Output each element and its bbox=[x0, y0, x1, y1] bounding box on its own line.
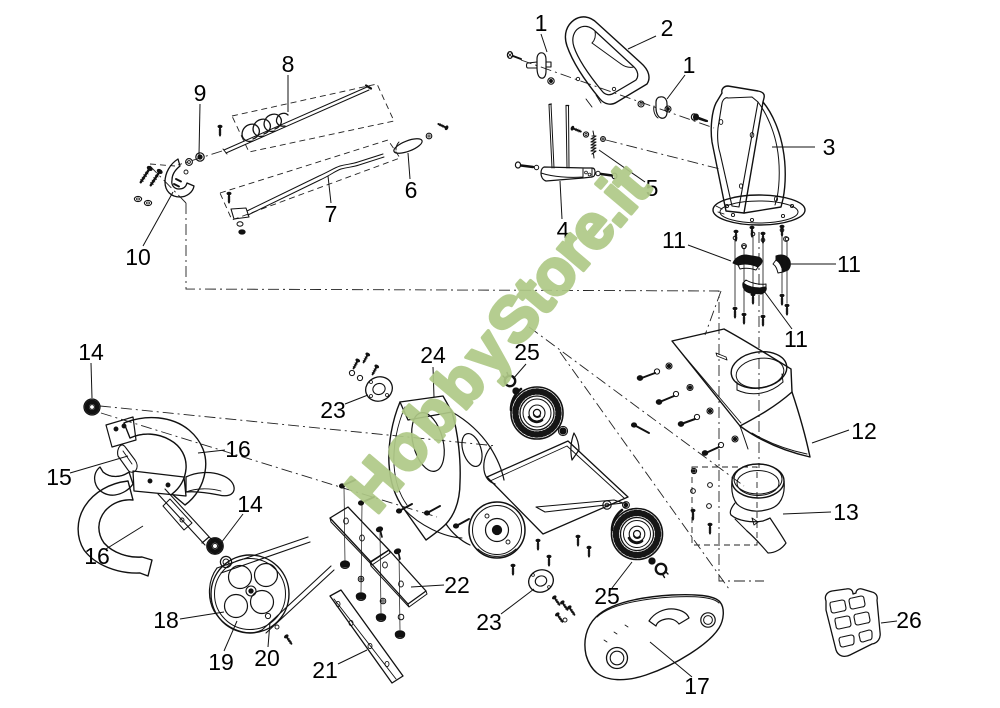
svg-text:11: 11 bbox=[784, 326, 808, 352]
svg-text:23: 23 bbox=[320, 397, 346, 423]
svg-text:16: 16 bbox=[84, 543, 110, 569]
svg-text:11: 11 bbox=[662, 227, 686, 253]
svg-text:17: 17 bbox=[684, 673, 710, 699]
svg-text:6: 6 bbox=[405, 177, 418, 203]
svg-text:26: 26 bbox=[896, 607, 922, 633]
svg-text:23: 23 bbox=[476, 609, 502, 635]
svg-text:22: 22 bbox=[444, 572, 470, 598]
svg-text:13: 13 bbox=[833, 499, 859, 525]
svg-text:14: 14 bbox=[78, 339, 104, 365]
svg-text:16: 16 bbox=[225, 436, 251, 462]
svg-text:5: 5 bbox=[646, 175, 659, 201]
svg-text:18: 18 bbox=[153, 607, 179, 633]
svg-text:7: 7 bbox=[325, 201, 338, 227]
svg-text:4: 4 bbox=[557, 217, 570, 243]
svg-text:9: 9 bbox=[194, 80, 207, 106]
svg-text:1: 1 bbox=[683, 52, 696, 78]
svg-text:25: 25 bbox=[514, 339, 540, 365]
svg-text:11: 11 bbox=[837, 251, 861, 277]
svg-text:20: 20 bbox=[254, 645, 280, 671]
svg-text:1: 1 bbox=[535, 10, 548, 36]
svg-text:10: 10 bbox=[125, 244, 151, 270]
svg-text:15: 15 bbox=[46, 464, 72, 490]
svg-text:3: 3 bbox=[823, 134, 836, 160]
svg-text:2: 2 bbox=[661, 15, 674, 41]
svg-text:14: 14 bbox=[237, 491, 263, 517]
svg-text:24: 24 bbox=[420, 342, 446, 368]
svg-text:8: 8 bbox=[282, 51, 295, 77]
svg-text:21: 21 bbox=[312, 657, 338, 683]
svg-text:25: 25 bbox=[594, 583, 620, 609]
svg-text:12: 12 bbox=[851, 418, 877, 444]
svg-text:19: 19 bbox=[208, 649, 234, 675]
